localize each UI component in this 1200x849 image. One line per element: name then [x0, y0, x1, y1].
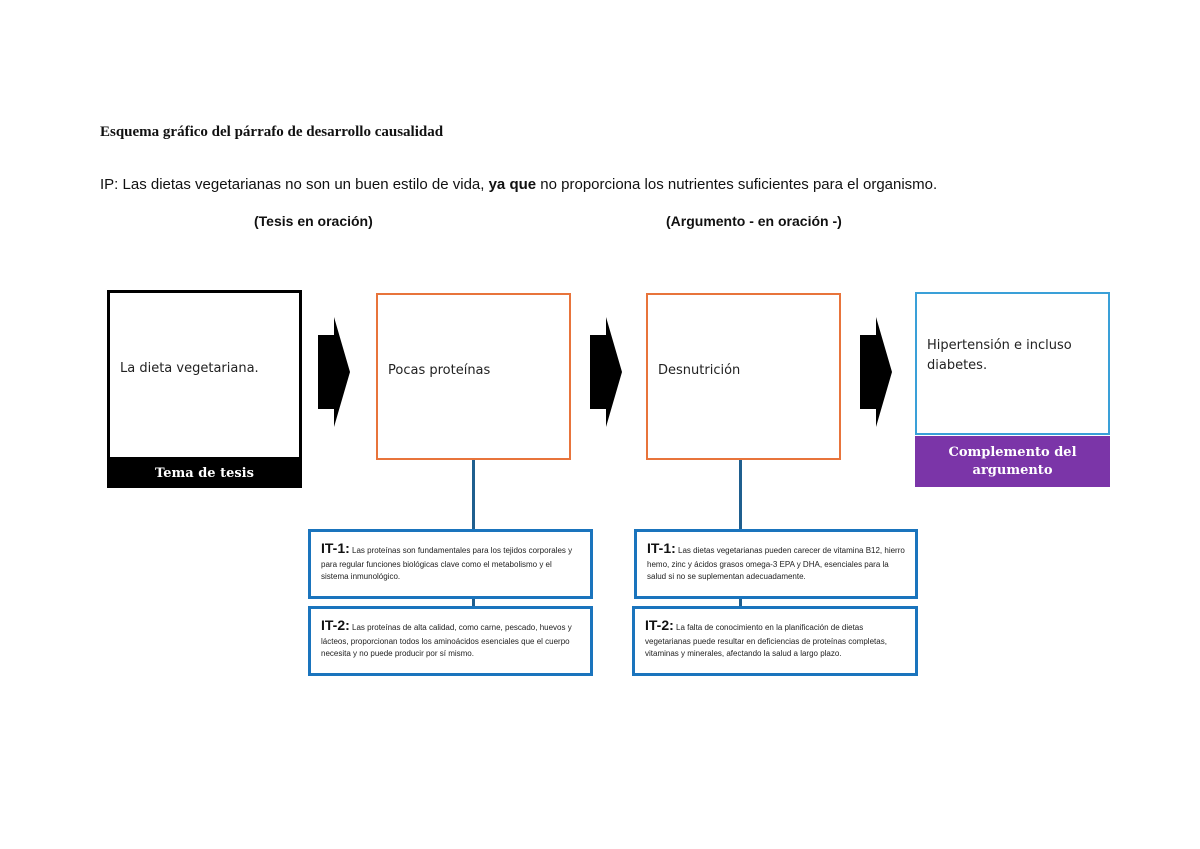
page-title: Esquema gráfico del párrafo de desarroll…	[100, 124, 444, 140]
it2-left-text: Las proteínas de alta calidad, como carn…	[321, 623, 572, 658]
box-thesis-topic: La dieta vegetariana.	[107, 290, 302, 460]
it1-left-text: Las proteínas son fundamentales para los…	[321, 546, 573, 581]
box-hipertension: Hipertensión e incluso diabetes.	[915, 292, 1110, 435]
arrow-right-icon	[318, 317, 350, 427]
it2-left-box: IT-2: Las proteínas de alta calidad, com…	[308, 606, 593, 676]
initial-proposition: IP: Las dietas vegetarianas no son un bu…	[100, 176, 937, 193]
box-desnutricion: Desnutrición	[646, 293, 841, 460]
it1-left-tag: IT-1:	[321, 540, 350, 556]
box-pocas-proteinas-text: Pocas proteínas	[388, 363, 491, 378]
it2-right-text: La falta de conocimiento en la planifica…	[645, 623, 887, 658]
it1-right-box: IT-1: Las dietas vegetarianas pueden car…	[634, 529, 918, 599]
thesis-heading: (Tesis en oración)	[254, 213, 373, 229]
connector-line	[739, 597, 742, 609]
it2-right-box: IT-2: La falta de conocimiento en la pla…	[632, 606, 918, 676]
it1-left-box: IT-1: Las proteínas son fundamentales pa…	[308, 529, 593, 599]
ip-prefix: IP: Las dietas vegetarianas no son un bu…	[100, 176, 489, 193]
connector-line	[739, 460, 742, 530]
arrow-right-icon	[590, 317, 622, 427]
argument-heading: (Argumento - en oración -)	[666, 213, 842, 229]
box-thesis-topic-text: La dieta vegetariana.	[120, 361, 259, 376]
ip-connector: ya que	[488, 176, 537, 193]
connector-line	[472, 597, 475, 609]
connector-line	[472, 460, 475, 530]
it1-right-text: Las dietas vegetarianas pueden carecer d…	[647, 546, 905, 581]
box-pocas-proteinas: Pocas proteínas	[376, 293, 571, 460]
arrow-right-icon	[860, 317, 892, 427]
it2-left-tag: IT-2:	[321, 617, 350, 633]
label-complemento-del-argumento: Complemento del argumento	[915, 436, 1110, 487]
ip-suffix: no proporciona los nutrientes suficiente…	[536, 176, 938, 193]
it1-right-tag: IT-1:	[647, 540, 676, 556]
label-tema-de-tesis: Tema de tesis	[107, 458, 302, 488]
box-desnutricion-text: Desnutrición	[658, 363, 741, 378]
it2-right-tag: IT-2:	[645, 617, 674, 633]
box-hipertension-text: Hipertensión e incluso diabetes.	[927, 338, 1072, 374]
